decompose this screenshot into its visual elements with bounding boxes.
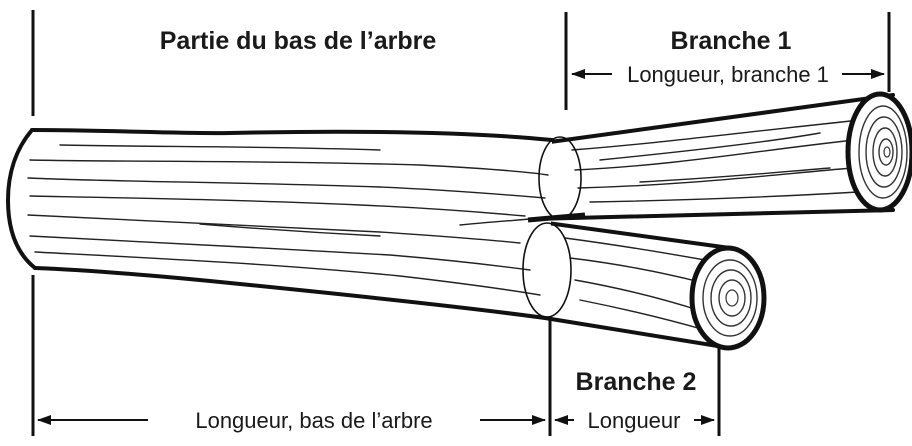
trunk-log	[8, 130, 552, 321]
branch2-end-rings	[692, 248, 764, 348]
branch1-title: Branche 1	[671, 27, 792, 55]
branch2-title: Branche 2	[576, 368, 697, 396]
branch1-log	[533, 94, 912, 219]
branch1-end-rings	[848, 94, 912, 210]
trunk-title: Partie du bas de l’arbre	[160, 27, 437, 55]
branch2-length-label: Longueur	[588, 408, 681, 433]
branch2-log	[540, 222, 764, 348]
trunk-length-label: Longueur, bas de l’arbre	[195, 408, 432, 433]
branch1-length-label: Longueur, branche 1	[627, 62, 829, 87]
